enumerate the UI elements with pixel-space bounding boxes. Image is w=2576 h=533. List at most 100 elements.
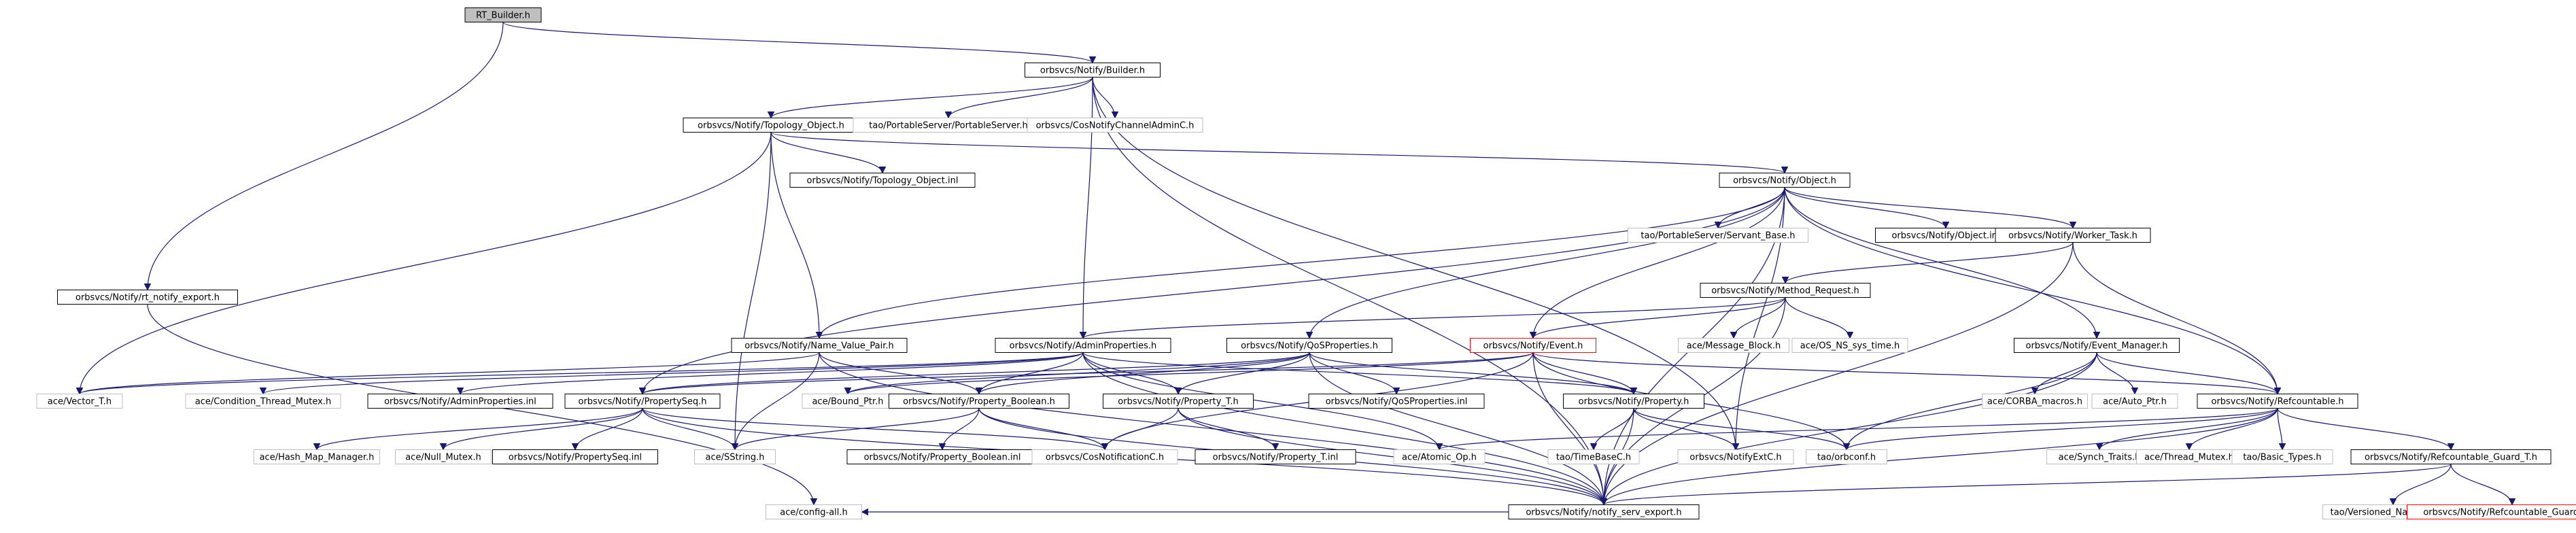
- node-configall[interactable]: ace/config-all.h: [766, 504, 862, 519]
- node-ossys[interactable]: ace/OS_NS_sys_time.h: [1791, 338, 1908, 353]
- node-condmutex[interactable]: ace/Condition_Thread_Mutex.h: [185, 394, 341, 409]
- edge-topo-to-topoinl: [770, 132, 882, 173]
- node-sstring[interactable]: ace/SString.h: [694, 449, 776, 464]
- edge-namevalue-to-propbool: [819, 352, 979, 394]
- node-label: RT_Builder.h: [476, 11, 530, 21]
- node-label: orbsvcs/Notify/Method_Request.h: [1711, 286, 1859, 296]
- edge-workertask-to-servexport: [1604, 242, 2074, 505]
- node-property[interactable]: orbsvcs/Notify/Property.h: [1563, 394, 1704, 409]
- node-msgblock[interactable]: ace/Message_Block.h: [1678, 338, 1789, 353]
- edge-refcountable-to-refguard: [2277, 408, 2451, 450]
- node-hashmap[interactable]: ace/Hash_Map_Manager.h: [254, 449, 380, 464]
- node-label: orbsvcs/Notify/notify_serv_export.h: [1526, 508, 1681, 518]
- edge-qosprops-to-qosinl: [1309, 352, 1396, 394]
- node-label: orbsvcs/Notify/Object.h: [1733, 176, 1836, 186]
- node-qosprops[interactable]: orbsvcs/Notify/QoSProperties.h: [1226, 338, 1392, 353]
- node-box: [1470, 338, 1596, 353]
- node-proptinl[interactable]: orbsvcs/Notify/Property_T.inl: [1195, 449, 1356, 464]
- edge-methodreq-to-event: [1533, 297, 1786, 339]
- node-refguardinl[interactable]: orbsvcs/Notify/Refcountable_Guard_T.inl: [2407, 504, 2576, 519]
- edge-property-to-notifyext: [1633, 408, 1736, 450]
- node-threadmutex[interactable]: ace/Thread_Mutex.h: [2136, 449, 2242, 464]
- node-eventmgr[interactable]: orbsvcs/Notify/Event_Manager.h: [2014, 338, 2180, 353]
- edge-object-to-objectinl: [1784, 187, 1946, 228]
- node-atomic[interactable]: ace/Atomic_Op.h: [1393, 449, 1486, 464]
- node-refguard[interactable]: orbsvcs/Notify/Refcountable_Guard_T.h: [2350, 449, 2552, 464]
- node-box: [395, 449, 492, 464]
- node-cosnotif[interactable]: orbsvcs/CosNotificationC.h: [1031, 449, 1178, 464]
- node-corbamacros[interactable]: ace/CORBA_macros.h: [1982, 394, 2088, 409]
- edge-topo-to-vector: [80, 132, 772, 394]
- node-label: ace/Bound_Ptr.h: [812, 397, 883, 407]
- node-adminprops[interactable]: orbsvcs/Notify/AdminProperties.h: [995, 338, 1171, 353]
- node-label: orbsvcs/CosNotificationC.h: [1046, 453, 1164, 463]
- node-portableserver[interactable]: tao/PortableServer/PortableServer.h: [853, 118, 1044, 133]
- edge-methodreq-to-msgblock: [1734, 297, 1786, 339]
- node-box: [789, 173, 976, 188]
- node-propboolinl[interactable]: orbsvcs/Notify/Property_Boolean.inl: [846, 449, 1038, 464]
- node-refcountable[interactable]: orbsvcs/Notify/Refcountable.h: [2197, 394, 2358, 409]
- node-label: orbsvcs/Notify/Object.inl: [1891, 231, 1999, 241]
- node-cosnotifyadmin[interactable]: orbsvcs/CosNotifyChannelAdminC.h: [1027, 118, 1203, 133]
- node-label: orbsvcs/Notify/Topology_Object.h: [698, 121, 844, 131]
- edge-propt-to-proptinl: [1178, 408, 1275, 450]
- node-box: [564, 394, 721, 409]
- edge-methodreq-to-ossys: [1785, 297, 1850, 339]
- node-object[interactable]: orbsvcs/Notify/Object.h: [1719, 173, 1851, 188]
- node-box: [254, 449, 380, 464]
- edge-refcountable-to-basictypes: [2277, 408, 2282, 450]
- edge-methodreq-to-adminprops: [1083, 296, 1786, 339]
- node-label: tao/TimeBaseC.h: [1556, 453, 1631, 463]
- node-qosinl[interactable]: orbsvcs/Notify/QoSProperties.inl: [1308, 394, 1485, 409]
- node-vector[interactable]: ace/Vector_T.h: [36, 394, 123, 409]
- node-topoinl[interactable]: orbsvcs/Notify/Topology_Object.inl: [789, 173, 976, 188]
- edge-adminprops-to-vector: [80, 351, 1084, 395]
- node-label: orbsvcs/Notify/Property_Boolean.h: [903, 397, 1055, 407]
- node-propseq[interactable]: orbsvcs/Notify/PropertySeq.h: [564, 394, 721, 409]
- node-builder[interactable]: orbsvcs/Notify/Builder.h: [1025, 63, 1161, 78]
- node-nullmutex[interactable]: ace/Null_Mutex.h: [395, 449, 492, 464]
- node-box: [2231, 449, 2333, 464]
- node-box: [2350, 449, 2552, 464]
- node-box: [694, 449, 776, 464]
- node-box: [2407, 504, 2576, 519]
- edge-eventmgr-to-corbamacros: [2035, 352, 2097, 394]
- node-namevalue[interactable]: orbsvcs/Notify/Name_Value_Pair.h: [731, 338, 908, 353]
- node-box: [1226, 338, 1392, 353]
- edge-object-to-namevalue: [819, 187, 1785, 339]
- node-label: orbsvcs/NotifyExtC.h: [1689, 453, 1781, 463]
- node-objectinl[interactable]: orbsvcs/Notify/Object.inl: [1875, 228, 2016, 243]
- edge-propbool-to-propboolinl: [942, 408, 980, 450]
- node-box: [1547, 449, 1640, 464]
- node-box: [2197, 394, 2358, 409]
- node-topo[interactable]: orbsvcs/Notify/Topology_Object.h: [683, 118, 859, 133]
- node-basictypes[interactable]: tao/Basic_Types.h: [2231, 449, 2333, 464]
- node-servexport[interactable]: orbsvcs/Notify/notify_serv_export.h: [1508, 504, 1700, 519]
- node-notifyext[interactable]: orbsvcs/NotifyExtC.h: [1677, 449, 1794, 464]
- node-label: ace/Atomic_Op.h: [1402, 453, 1477, 463]
- node-admininl[interactable]: orbsvcs/Notify/AdminProperties.inl: [367, 394, 553, 409]
- node-timebase[interactable]: tao/TimeBaseC.h: [1547, 449, 1640, 464]
- edge-namevalue-to-servexport: [819, 352, 1604, 505]
- node-label: orbsvcs/Notify/AdminProperties.h: [1010, 341, 1157, 351]
- node-box: [57, 290, 238, 305]
- edge-refcountable-to-threadmutex: [2189, 408, 2278, 450]
- node-workertask[interactable]: orbsvcs/Notify/Worker_Task.h: [1995, 228, 2151, 243]
- node-servantbase[interactable]: tao/PortableServer/Servant_Base.h: [1628, 228, 1808, 243]
- edge-builder-to-portableserver: [948, 77, 1093, 118]
- node-boundptr[interactable]: ace/Bound_Ptr.h: [802, 394, 894, 409]
- node-rtexport[interactable]: orbsvcs/Notify/rt_notify_export.h: [57, 290, 238, 305]
- node-autoptr[interactable]: ace/Auto_Ptr.h: [2091, 394, 2178, 409]
- node-event[interactable]: orbsvcs/Notify/Event.h: [1470, 338, 1596, 353]
- node-propbool[interactable]: orbsvcs/Notify/Property_Boolean.h: [889, 394, 1069, 409]
- node-label: orbsvcs/CosNotifyChannelAdminC.h: [1036, 121, 1195, 131]
- edge-property-to-orbconf: [1633, 408, 1847, 450]
- node-label: tao/PortableServer/PortableServer.h: [869, 121, 1027, 131]
- node-propseqinl[interactable]: orbsvcs/Notify/PropertySeq.inl: [492, 449, 658, 464]
- node-methodreq[interactable]: orbsvcs/Notify/Method_Request.h: [1700, 283, 1871, 298]
- node-orbconf[interactable]: tao/orbconf.h: [1806, 449, 1887, 464]
- edge-root-to-builder: [502, 21, 1093, 64]
- node-propt[interactable]: orbsvcs/Notify/Property_T.h: [1103, 394, 1254, 409]
- edge-propseq-to-cosnotif: [642, 407, 1105, 451]
- edge-builder-to-cosnotifyadmin: [1092, 77, 1115, 118]
